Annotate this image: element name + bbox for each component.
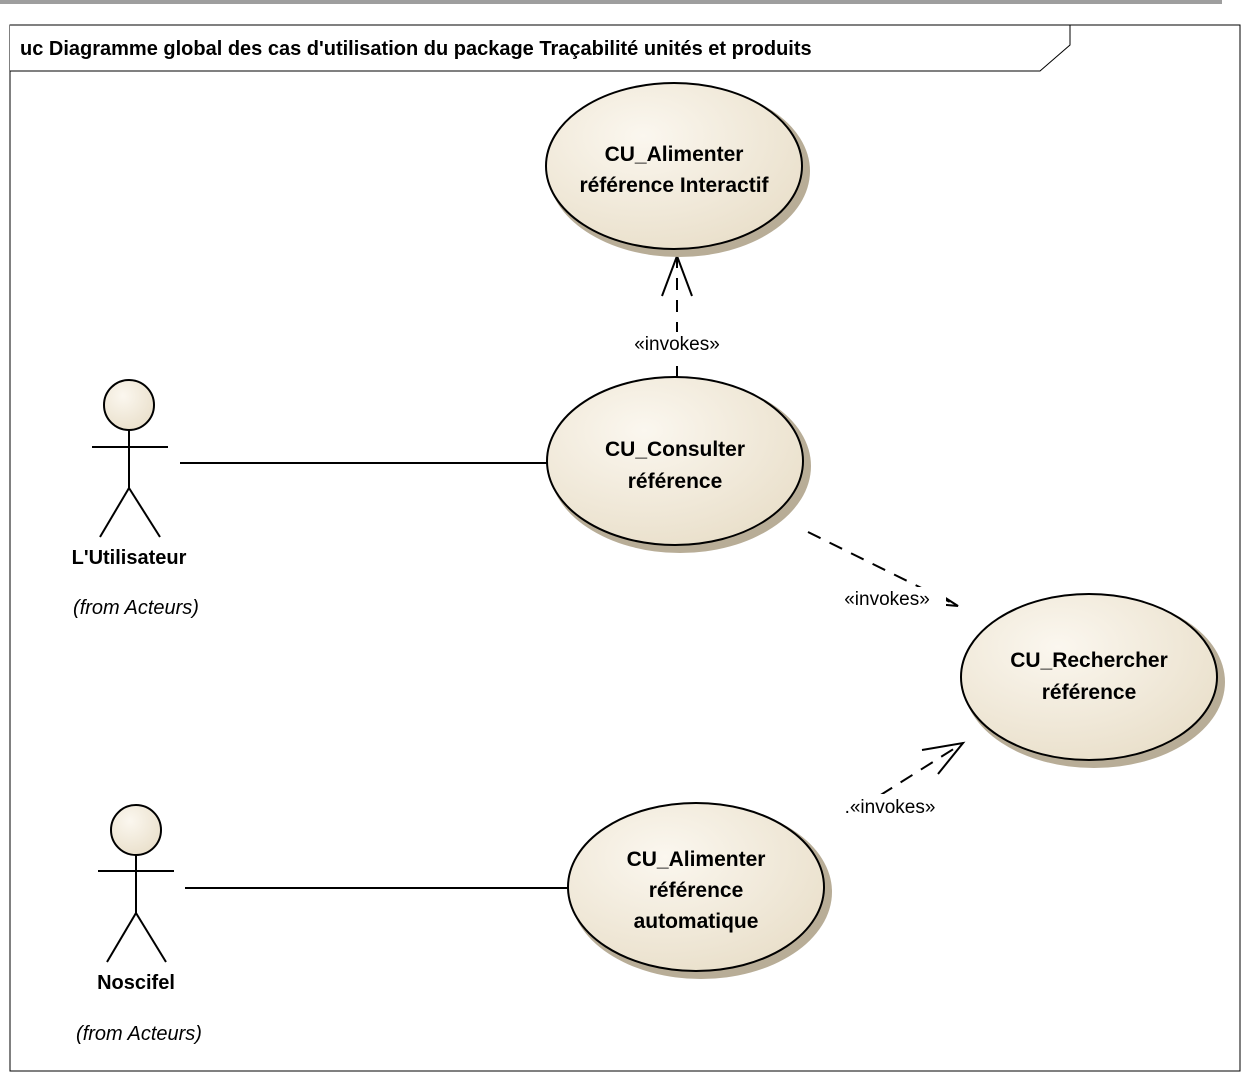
usecase-label: automatique xyxy=(634,910,759,933)
invokes-label-1: «invokes» xyxy=(634,334,720,355)
usecase-alimenter-auto[interactable]: CU_Alimenter référence automatique xyxy=(567,802,832,979)
diagram-title: uc Diagramme global des cas d'utilisatio… xyxy=(20,38,812,60)
actor-from-utilisateur: (from Acteurs) xyxy=(73,597,199,619)
usecase-label: CU_Consulter xyxy=(605,438,745,461)
actor-name-utilisateur: L'Utilisateur xyxy=(72,547,187,569)
usecase-label: CU_Rechercher xyxy=(1010,649,1168,672)
invokes-label-3: .«invokes» xyxy=(845,797,936,818)
usecase-consulter[interactable]: CU_Consulter référence xyxy=(546,376,811,553)
actor-utilisateur[interactable] xyxy=(92,379,168,538)
usecase-label: référence Interactif xyxy=(579,174,769,197)
usecase-label: CU_Alimenter xyxy=(627,848,766,871)
usecase-label: référence xyxy=(649,879,744,902)
stereo-bg-1 xyxy=(613,332,741,356)
actor-head-icon xyxy=(110,804,162,856)
actor-head-icon xyxy=(103,379,155,431)
stereo-bg-2 xyxy=(828,587,946,611)
usecase-label: référence xyxy=(628,470,723,493)
actor-name-noscifel: Noscifel xyxy=(97,972,175,994)
window-top-bar xyxy=(0,0,1222,4)
usecase-label: CU_Alimenter xyxy=(605,143,744,166)
actor-noscifel[interactable] xyxy=(98,804,174,963)
dependency-auto-rechercher xyxy=(859,741,966,809)
stereo-bg-3 xyxy=(832,794,952,818)
actor-from-noscifel: (from Acteurs) xyxy=(76,1023,202,1045)
invokes-label-2: «invokes» xyxy=(844,589,930,610)
usecase-label: référence xyxy=(1042,681,1137,704)
dependency-consulter-interactif xyxy=(661,253,693,378)
usecase-rechercher[interactable]: CU_Rechercher référence xyxy=(960,593,1225,768)
diagram-title-tab xyxy=(10,24,1071,72)
usecase-alimenter-interactif[interactable]: CU_Alimenter référence Interactif xyxy=(545,82,810,257)
